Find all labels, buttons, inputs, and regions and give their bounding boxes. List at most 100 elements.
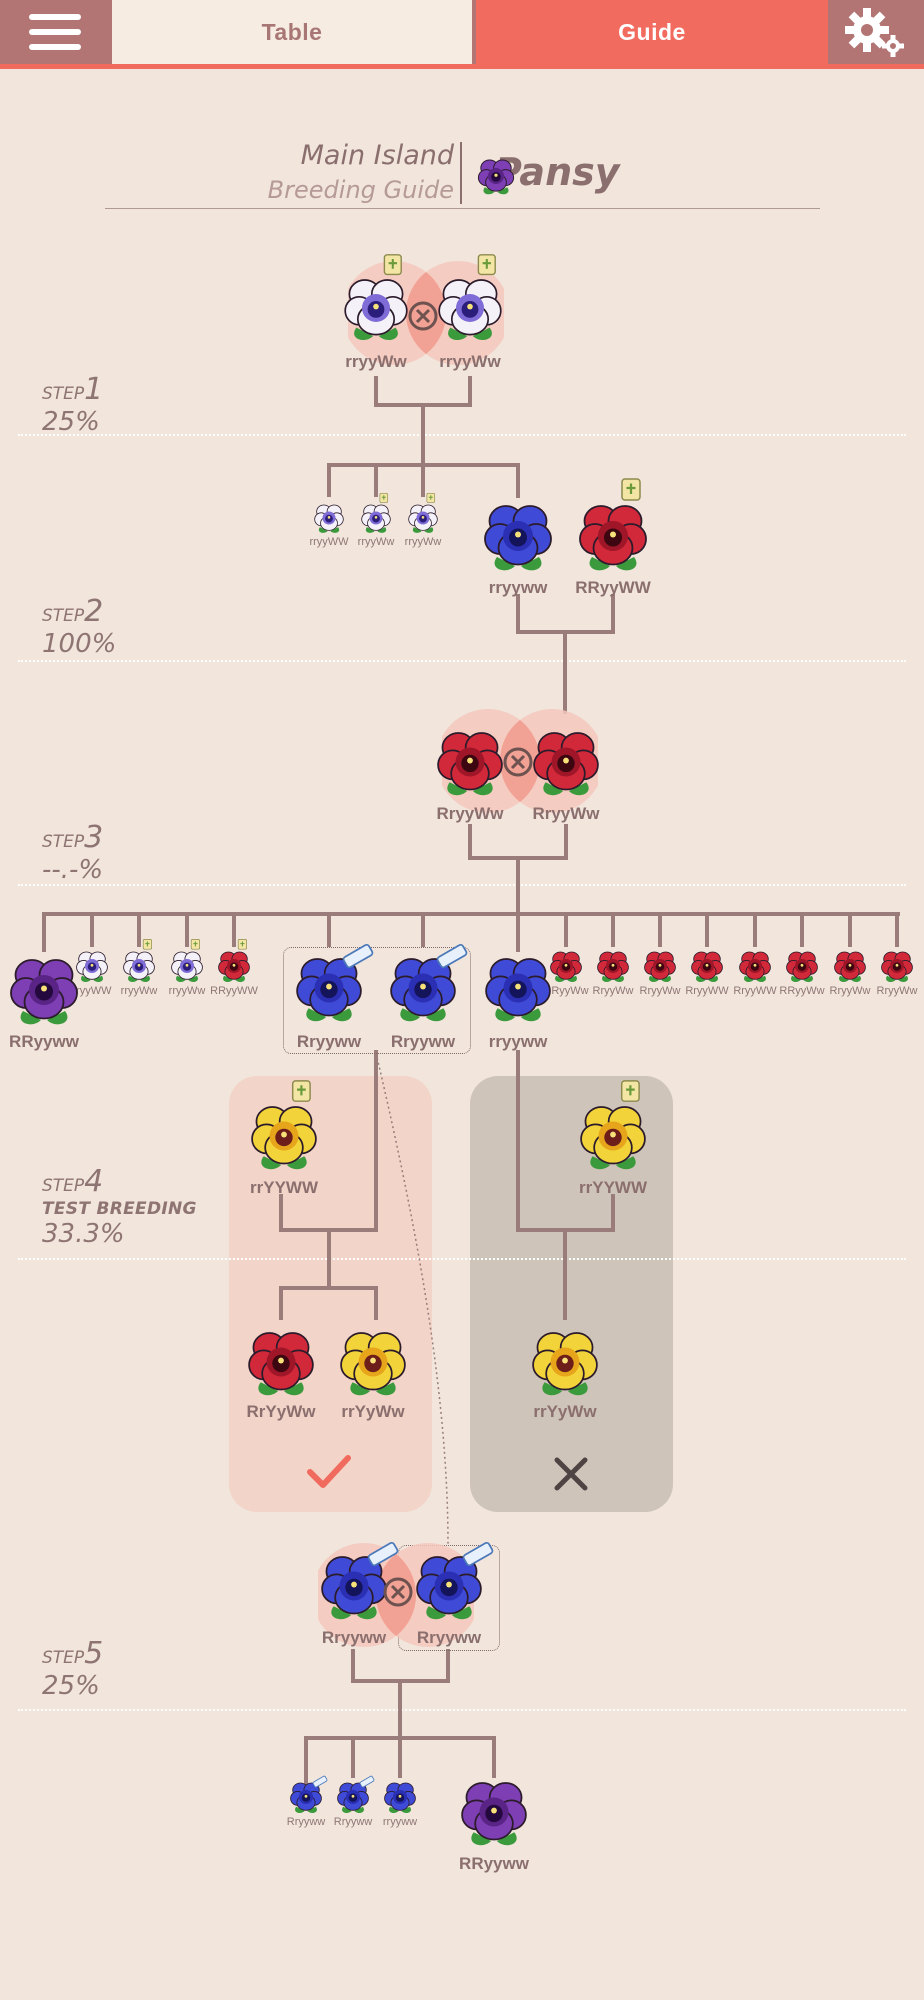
pansy-red-icon — [550, 951, 582, 983]
pansy-blue-icon — [290, 1775, 328, 1814]
genotype-small: Rryyww — [286, 1816, 326, 1828]
genotype-small: rryyWw — [404, 536, 442, 548]
pansy-red-icon — [786, 951, 818, 983]
genotype-small: rryyWw — [168, 985, 206, 997]
genotype-label: Rryyww — [390, 1032, 456, 1051]
pansy-blue-icon — [390, 944, 468, 1022]
genotype-label: RryyWw — [436, 804, 504, 823]
genotype-label: rrYYWW — [579, 1178, 647, 1197]
genotype-label: rryyWw — [345, 352, 407, 371]
pansy-white-icon — [438, 254, 502, 341]
watering-tag-icon — [436, 944, 468, 969]
genotype-label: rrYyWw — [533, 1402, 597, 1421]
tab-guide[interactable]: Guide — [476, 0, 828, 64]
step-4-label: STEP4 TEST BREEDING 33.3% — [42, 1164, 197, 1249]
genotype-label: RRyyww — [459, 1854, 529, 1873]
watering-tag-icon — [342, 944, 374, 969]
cross-breed-icon — [503, 747, 533, 777]
check-icon — [307, 1455, 351, 1488]
genotype-label: RRyyww — [9, 1032, 79, 1051]
seed-bag-icon — [477, 254, 496, 276]
pansy-red-icon — [248, 1332, 314, 1396]
title-underline — [105, 208, 820, 209]
genotype-label: Rryyww — [296, 1032, 362, 1051]
genotype-label: rryyWw — [439, 352, 501, 371]
hamburger-icon — [29, 14, 81, 50]
pansy-red-icon — [579, 478, 647, 571]
genotype-small: RryyWW — [685, 985, 729, 997]
title-flower-name: Pansy — [494, 150, 620, 194]
genotype-small: RryyWw — [829, 985, 871, 997]
step-5-percent: 25% — [42, 1671, 100, 1701]
step-1-percent: 25% — [42, 407, 100, 437]
genotype-label: rryyww — [488, 1032, 548, 1051]
genotype-small: rryyww — [382, 1816, 418, 1828]
seed-bag-icon — [620, 1080, 640, 1102]
step-2-percent: 100% — [42, 629, 117, 659]
genotype-label: RrYyWw — [246, 1402, 316, 1421]
title-main: Main Island — [300, 140, 454, 171]
cross-breed-icon — [408, 301, 438, 331]
step-1-label: STEP1 25% — [42, 372, 104, 437]
genotype-label: rrYyWw — [341, 1402, 405, 1421]
pansy-blue-icon — [416, 1542, 494, 1620]
genotype-label: RryyWw — [532, 804, 600, 823]
pansy-red-icon — [644, 951, 676, 983]
pansy-white-icon — [76, 951, 108, 983]
pansy-blue-icon — [485, 958, 551, 1022]
genotype-small: RryyWW — [733, 985, 777, 997]
genotype-label: RRyyWW — [575, 578, 651, 597]
genotype-small: RryyWw — [639, 985, 681, 997]
genotype-small: rryyWW — [309, 536, 349, 548]
pansy-blue-icon — [296, 944, 374, 1022]
seed-bag-icon — [190, 939, 200, 950]
seed-bag-icon — [379, 492, 389, 503]
genotype-small: rryyWw — [120, 985, 158, 997]
settings-button[interactable] — [828, 0, 924, 64]
pansy-white-icon — [123, 939, 155, 983]
watering-tag-icon — [367, 1542, 399, 1567]
pansy-yellow-icon — [532, 1332, 598, 1396]
step-divider — [18, 434, 906, 436]
genotype-small: RRyyWw — [779, 985, 825, 997]
step-5-label: STEP5 25% — [42, 1636, 104, 1701]
pansy-yellow-icon — [251, 1080, 317, 1170]
pansy-red-icon — [691, 951, 723, 983]
pansy-blue-icon — [484, 505, 552, 571]
tab-table[interactable]: Table — [112, 0, 472, 64]
seed-bag-icon — [621, 478, 641, 501]
step-divider — [18, 884, 906, 886]
pansy-red-icon — [881, 951, 913, 983]
top-bar-accent — [0, 64, 924, 69]
genotype-small: rryyWw — [357, 536, 395, 548]
seed-bag-icon — [426, 492, 436, 503]
menu-button[interactable] — [0, 0, 110, 64]
genotype-small: Rryyww — [333, 1816, 373, 1828]
step-divider — [18, 1258, 906, 1260]
pansy-red-icon — [533, 732, 599, 796]
pansy-red-icon — [739, 951, 771, 983]
pansy-red-icon — [437, 732, 503, 796]
pansy-blue-icon — [321, 1542, 399, 1620]
cross-icon — [554, 1457, 588, 1491]
selected-pair-box[interactable] — [283, 947, 471, 1054]
pansy-white-icon — [408, 492, 438, 533]
genotype-label: Rryyww — [416, 1628, 482, 1647]
pansy-white-icon — [344, 254, 408, 341]
pansy-red-icon — [834, 951, 866, 983]
genotype-label: rrYYWW — [250, 1178, 318, 1197]
pansy-blue-icon — [337, 1775, 375, 1814]
pansy-red-icon — [597, 951, 629, 983]
pansy-white-icon — [314, 504, 344, 533]
step-divider — [18, 1709, 906, 1711]
cross-breed-icon — [383, 1577, 413, 1607]
pansy-white-icon — [361, 492, 391, 533]
step-3-percent: --.-% — [42, 855, 104, 885]
watering-tag-icon — [462, 1542, 494, 1567]
step-4-percent: 33.3% — [42, 1219, 125, 1249]
pansy-blue-icon — [384, 1782, 416, 1814]
pansy-purple-icon — [10, 959, 78, 1025]
test-breeding-label: TEST BREEDING — [42, 1199, 197, 1219]
